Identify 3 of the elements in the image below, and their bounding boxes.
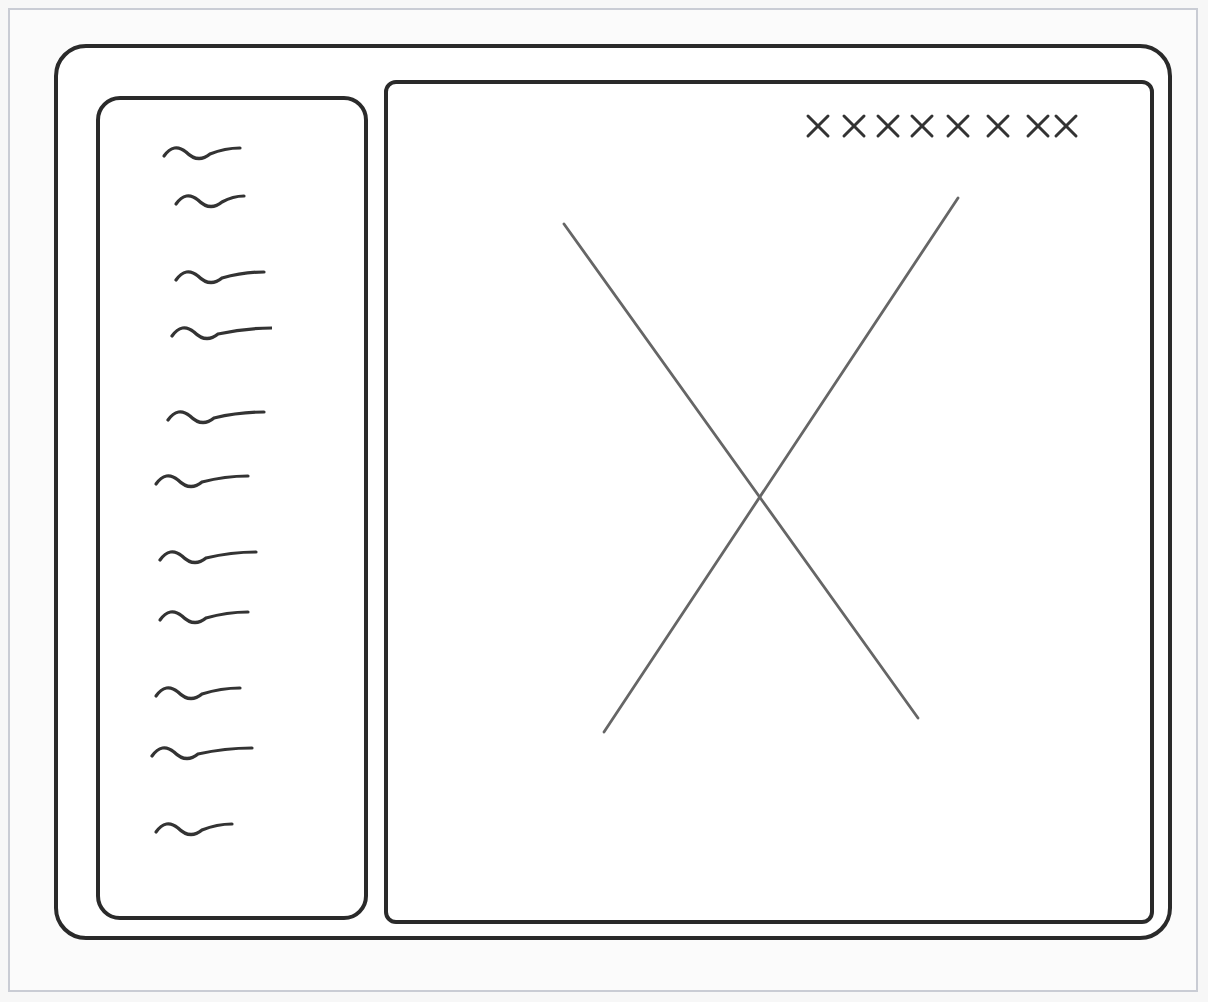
window-frame: [54, 44, 1172, 940]
content-panel: [384, 80, 1154, 924]
sidebar-panel: [96, 96, 368, 920]
